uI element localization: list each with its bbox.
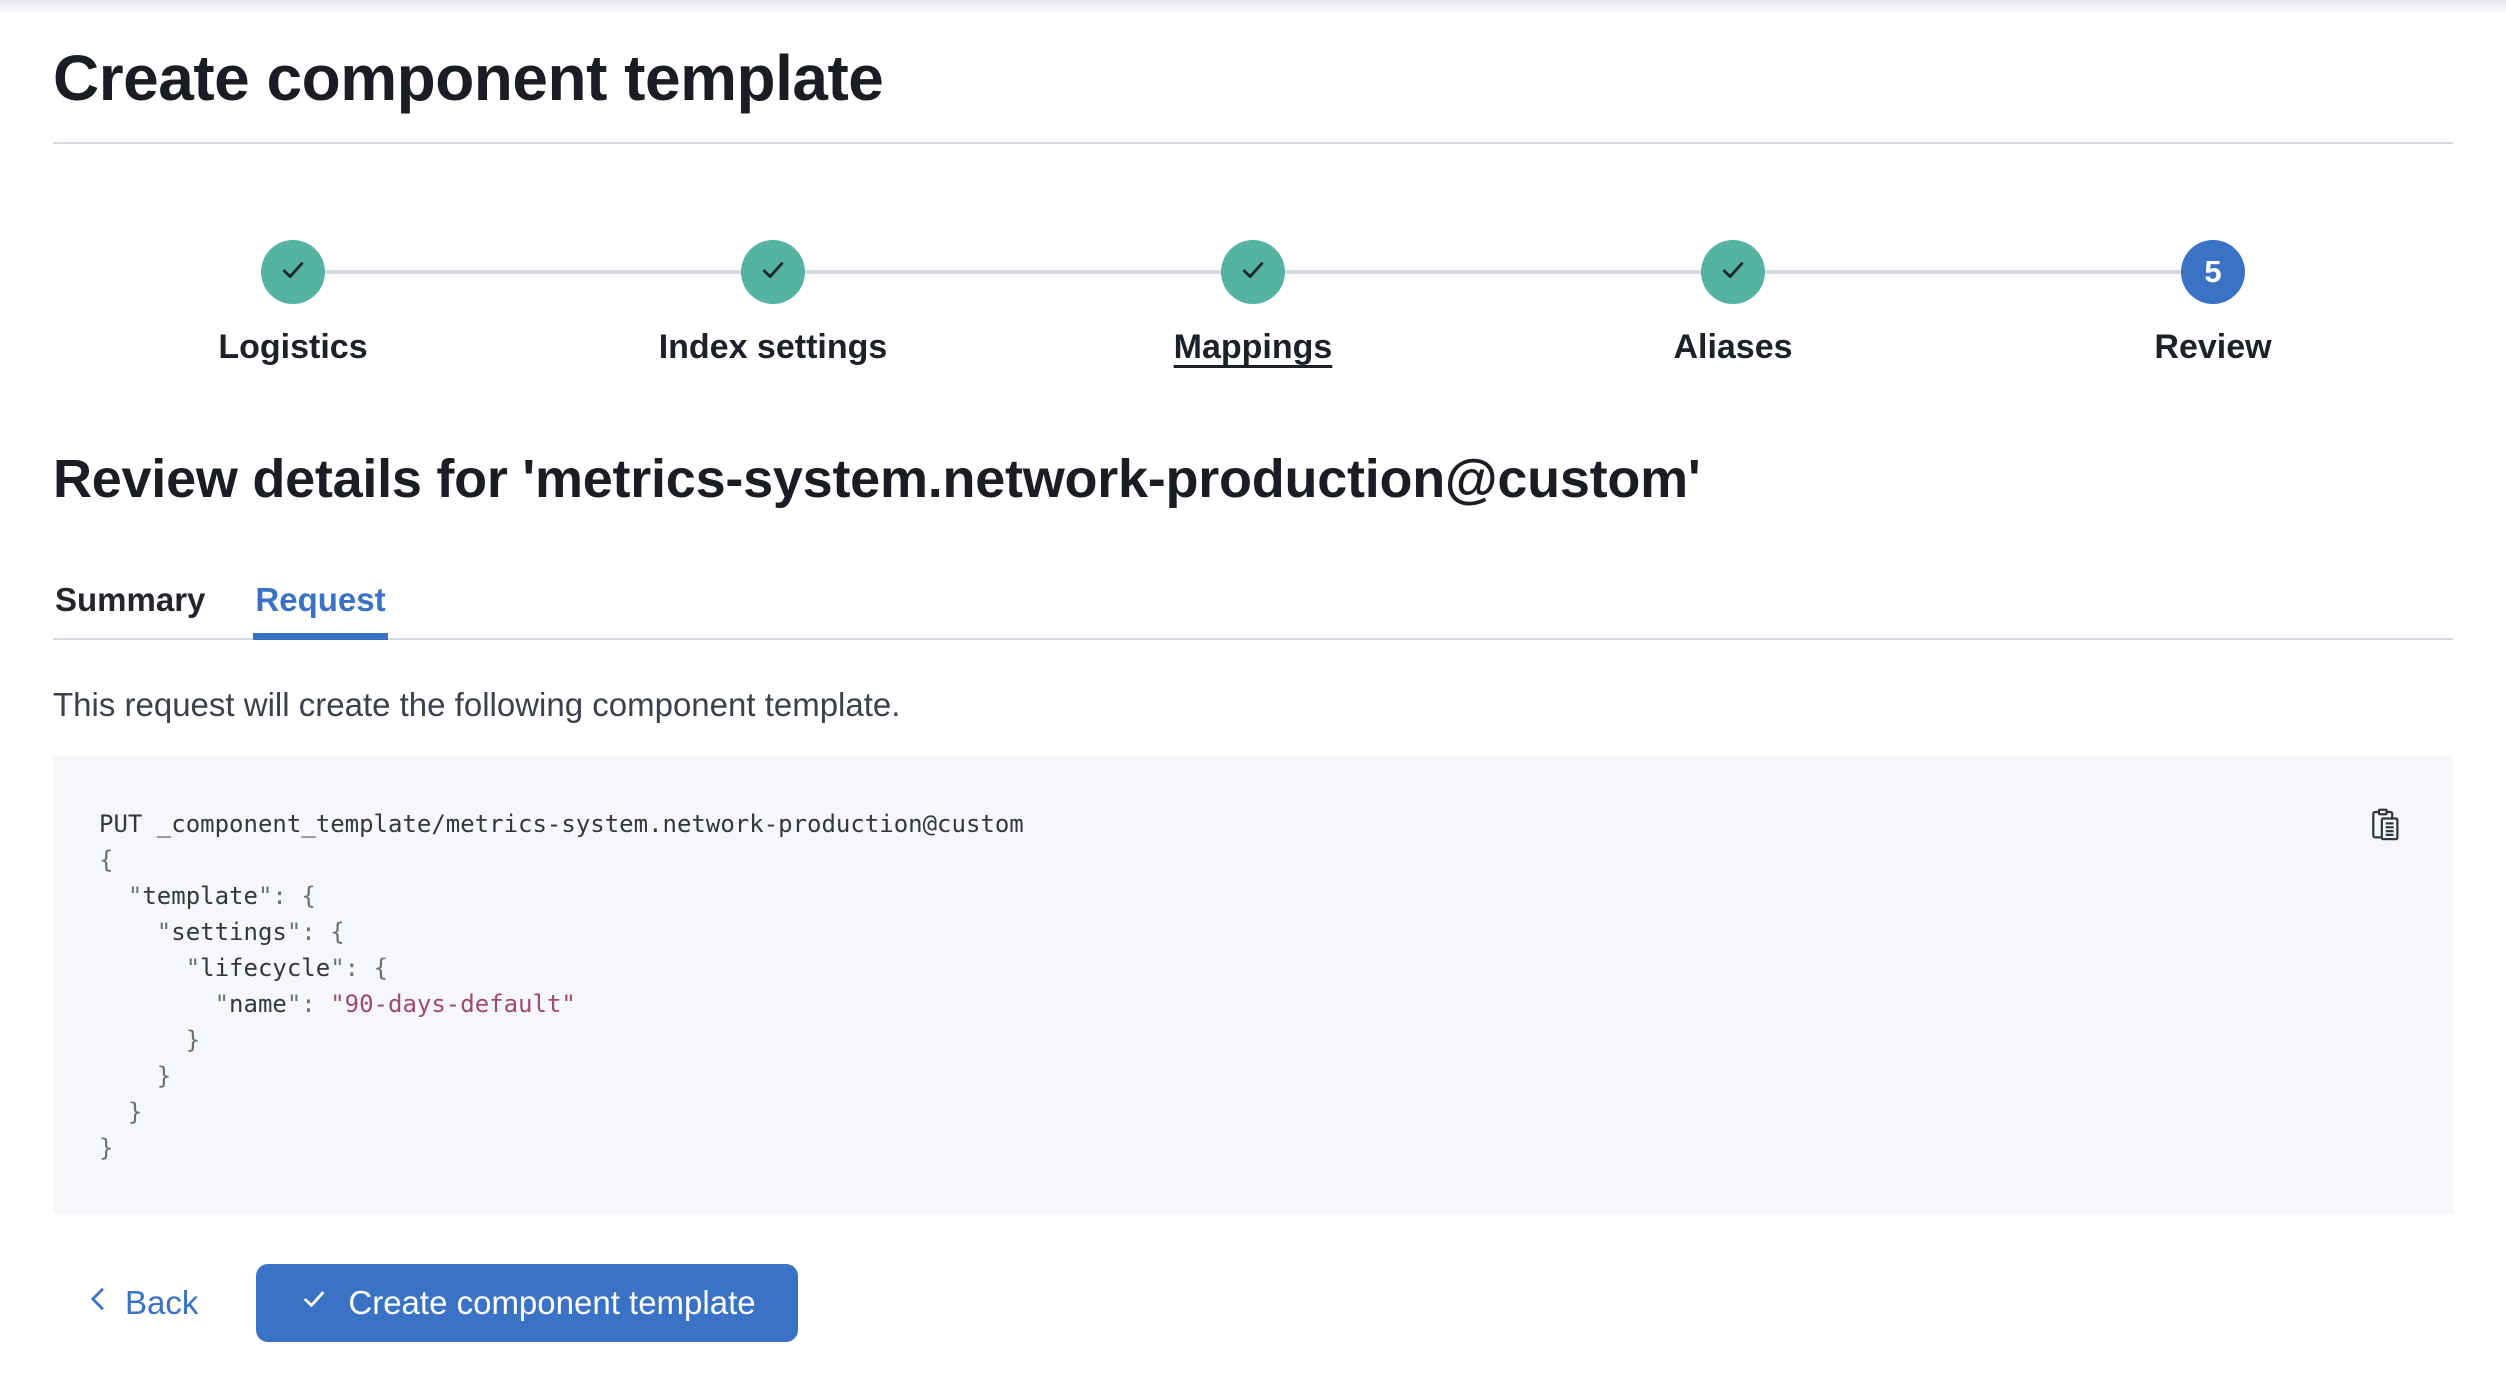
step-progress: Logistics Index settings Mappings [53,144,2453,366]
step-label: Logistics [218,328,368,366]
step-complete-circle [261,240,325,304]
review-tabs: Summary Request [53,580,2453,640]
step-review[interactable]: 5 Review [1973,240,2453,366]
back-button-label: Back [125,1284,199,1321]
check-icon [298,1283,330,1323]
step-current-circle: 5 [2181,240,2245,304]
step-aliases[interactable]: Aliases [1493,240,1973,366]
step-label: Aliases [1673,328,1793,366]
tab-summary[interactable]: Summary [55,581,206,618]
page-title: Create component template [53,42,884,114]
step-label: Index settings [658,328,888,366]
tab-request[interactable]: Request [253,580,388,640]
review-heading: Review details for 'metrics-system.netwo… [53,449,1701,509]
step-complete-circle [741,240,805,304]
copy-button[interactable] [2367,808,2403,844]
check-icon [1237,254,1269,291]
chevron-left-icon [83,1284,113,1322]
step-logistics[interactable]: Logistics [53,240,533,366]
step-label: Mappings [1173,328,1333,366]
step-index-settings[interactable]: Index settings [533,240,1013,366]
request-code-block: PUT _component_template/metrics-system.n… [53,756,2453,1214]
steps-row: Logistics Index settings Mappings [53,240,2453,366]
check-icon [277,254,309,291]
step-label: Review [2154,328,2272,366]
step-complete-circle [1221,240,1285,304]
create-button-label: Create component template [348,1284,756,1321]
step-number: 5 [2204,254,2222,289]
title-divider [53,142,2453,144]
check-icon [757,254,789,291]
step-complete-circle [1701,240,1765,304]
back-button[interactable]: Back [75,1276,206,1330]
copy-clipboard-icon [2367,807,2403,846]
check-icon [1717,254,1749,291]
step-mappings[interactable]: Mappings [1013,240,1493,366]
request-description: This request will create the following c… [53,686,901,723]
create-component-template-page: Create component template Logistics In [53,0,2453,1342]
wizard-footer: Back Create component template [53,1264,2453,1342]
create-component-template-button[interactable]: Create component template [256,1264,798,1342]
request-code: PUT _component_template/metrics-system.n… [99,810,1024,1162]
